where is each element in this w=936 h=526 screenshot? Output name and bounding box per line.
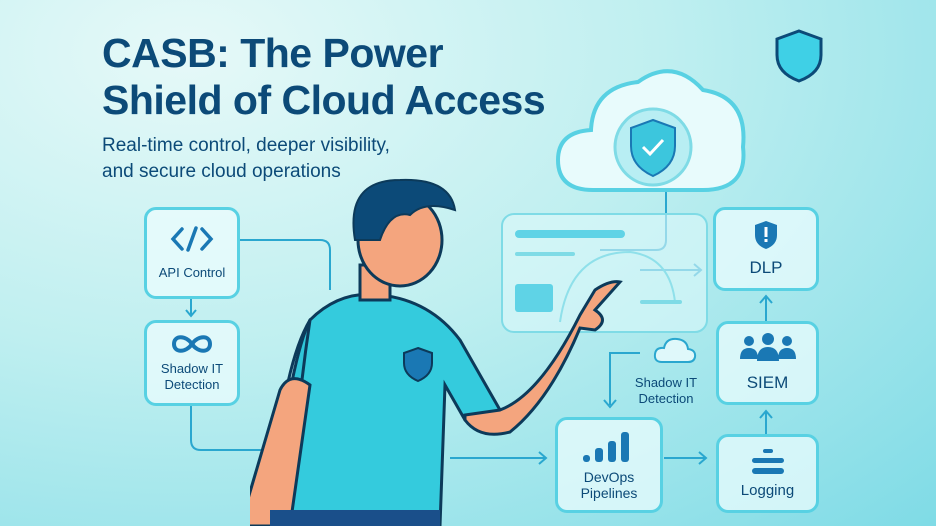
shirt-shield-icon bbox=[403, 346, 433, 383]
shield-alert-icon bbox=[755, 221, 777, 249]
node-api-control: API Control bbox=[144, 207, 240, 299]
node-label: DevOps bbox=[583, 469, 635, 485]
node-label: Shadow IT bbox=[160, 361, 224, 376]
node-dlp: DLP bbox=[713, 207, 819, 291]
logging-icon bbox=[751, 449, 784, 474]
node-logging: Logging bbox=[716, 434, 819, 513]
node-label: Detection bbox=[164, 377, 220, 392]
cloud-icon bbox=[653, 337, 697, 363]
code-icon bbox=[170, 226, 214, 252]
cloud-shield-graphic bbox=[555, 69, 746, 192]
shield-icon bbox=[775, 29, 823, 83]
browser-panel bbox=[501, 213, 708, 333]
node-label: API Control bbox=[158, 265, 226, 280]
users-icon bbox=[739, 333, 796, 361]
node-label: Logging bbox=[740, 482, 795, 499]
bar-chart-icon bbox=[583, 432, 629, 462]
person-illustration bbox=[250, 178, 623, 526]
node-siem: SIEM bbox=[716, 321, 819, 405]
node-label: Pipelines bbox=[580, 485, 638, 501]
node-label: DLP bbox=[749, 258, 783, 277]
node-label: SIEM bbox=[746, 373, 789, 392]
infinity-icon bbox=[171, 335, 213, 353]
subtitle: Real-time control, deeper visibility,and… bbox=[102, 135, 390, 182]
shield-icon bbox=[630, 118, 676, 178]
